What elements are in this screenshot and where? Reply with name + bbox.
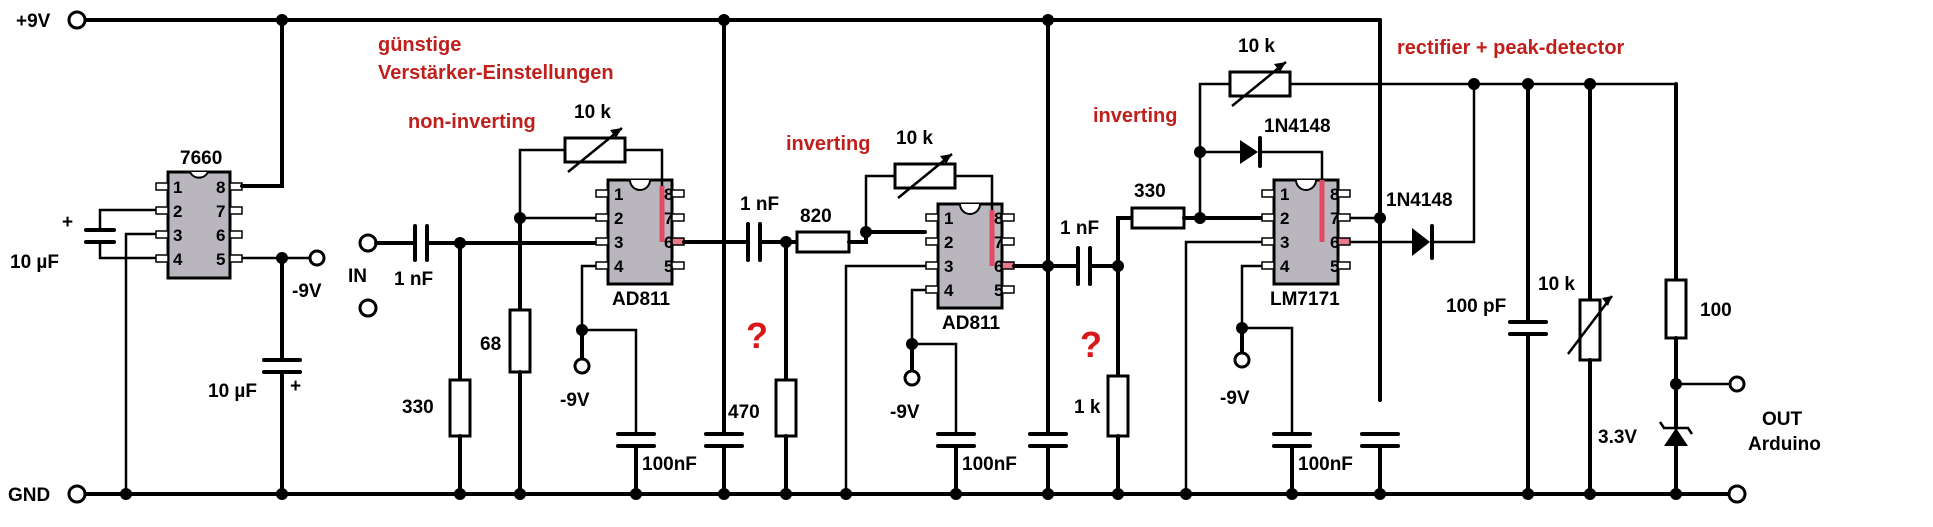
- svg-text:4: 4: [173, 250, 183, 269]
- svg-text:8: 8: [994, 209, 1003, 228]
- inverting-note-1: inverting: [786, 133, 870, 155]
- svg-text:1 nF: 1 nF: [394, 269, 433, 290]
- svg-text:1: 1: [614, 185, 623, 204]
- chip-ad811-2: 1 8 2 7 3 6 4 5: [925, 202, 1015, 310]
- svg-text:1 nF: 1 nF: [740, 194, 779, 215]
- svg-text:2: 2: [944, 233, 953, 252]
- svg-text:68: 68: [480, 334, 501, 355]
- svg-text:10 k: 10 k: [1538, 274, 1575, 295]
- svg-text:8: 8: [1330, 185, 1339, 204]
- chip-ad811-2-label: AD811: [942, 313, 1001, 334]
- gain-title-line2: Verstärker-Einstellungen: [378, 62, 614, 84]
- vplus-terminal[interactable]: [67, 10, 87, 30]
- svg-text:1N4148: 1N4148: [1264, 116, 1331, 137]
- svg-text:-9V: -9V: [560, 390, 590, 411]
- c-flying-label: 10 µF: [10, 252, 59, 273]
- svg-text:1: 1: [1280, 185, 1289, 204]
- svg-text:100: 100: [1700, 300, 1732, 321]
- junctions: [120, 14, 1682, 500]
- svg-text:8: 8: [216, 178, 225, 197]
- svg-text:5: 5: [1330, 257, 1339, 276]
- svg-text:6: 6: [994, 257, 1003, 276]
- svg-text:3: 3: [173, 226, 182, 245]
- svg-text:4: 4: [614, 257, 624, 276]
- svg-text:820: 820: [800, 206, 832, 227]
- gnd-terminal[interactable]: [67, 484, 87, 504]
- svg-text:6: 6: [216, 226, 225, 245]
- vplus-label: +9V: [16, 11, 51, 32]
- rectifier-note: rectifier + peak-detector: [1397, 37, 1625, 59]
- svg-text:+: +: [62, 212, 73, 233]
- question-mark-1: ?: [746, 315, 768, 356]
- chip-7660-label: 7660: [180, 148, 222, 169]
- svg-text:2: 2: [614, 209, 623, 228]
- svg-text:7: 7: [1330, 209, 1339, 228]
- svg-text:330: 330: [1134, 181, 1166, 202]
- svg-text:2: 2: [1280, 209, 1289, 228]
- chip-7660: 1 8 2 7 3 6 4 5: [155, 170, 243, 280]
- svg-text:7: 7: [994, 233, 1003, 252]
- svg-text:+: +: [290, 376, 301, 397]
- svg-text:2: 2: [173, 202, 182, 221]
- svg-text:3.3V: 3.3V: [1598, 427, 1637, 448]
- gnd-label: GND: [8, 485, 50, 506]
- inverting-note-2: inverting: [1093, 105, 1177, 127]
- svg-text:470: 470: [728, 402, 760, 423]
- output-terminal[interactable]: [1728, 375, 1746, 393]
- chip-lm7171-label: LM7171: [1270, 289, 1340, 310]
- chip-ad811-1: 1 8 2 7 3 6 4 5: [595, 178, 685, 286]
- svg-text:7: 7: [216, 202, 225, 221]
- svg-text:7: 7: [664, 209, 673, 228]
- svg-text:10 k: 10 k: [1238, 36, 1275, 57]
- svg-text:5: 5: [994, 281, 1003, 300]
- svg-text:1: 1: [173, 178, 182, 197]
- svg-text:10 k: 10 k: [574, 102, 611, 123]
- svg-text:100nF: 100nF: [1298, 454, 1353, 475]
- output-label-1: OUT: [1762, 409, 1803, 430]
- svg-text:3: 3: [1280, 233, 1289, 252]
- svg-text:5: 5: [216, 250, 225, 269]
- svg-text:330: 330: [402, 397, 434, 418]
- input-label: IN: [348, 266, 367, 287]
- svg-text:3: 3: [944, 257, 953, 276]
- output-label-2: Arduino: [1748, 434, 1821, 455]
- svg-text:4: 4: [1280, 257, 1290, 276]
- svg-text:-9V: -9V: [1220, 388, 1250, 409]
- svg-text:10 µF: 10 µF: [208, 381, 257, 402]
- svg-text:1N4148: 1N4148: [1386, 190, 1453, 211]
- question-mark-2: ?: [1080, 324, 1102, 365]
- svg-text:100nF: 100nF: [642, 454, 697, 475]
- svg-text:1: 1: [944, 209, 953, 228]
- input-terminal[interactable]: [358, 233, 378, 253]
- svg-text:8: 8: [664, 185, 673, 204]
- chip-ad811-1-label: AD811: [612, 289, 671, 310]
- svg-text:100nF: 100nF: [962, 454, 1017, 475]
- svg-text:4: 4: [944, 281, 954, 300]
- gain-title-line1: günstige: [378, 34, 461, 56]
- svg-text:6: 6: [664, 233, 673, 252]
- svg-text:6: 6: [1330, 233, 1339, 252]
- svg-text:100 pF: 100 pF: [1446, 296, 1506, 317]
- svg-text:1 k: 1 k: [1074, 397, 1101, 418]
- svg-text:3: 3: [614, 233, 623, 252]
- input-gnd-terminal[interactable]: [358, 298, 378, 318]
- svg-text:1 nF: 1 nF: [1060, 218, 1099, 239]
- svg-text:5: 5: [664, 257, 673, 276]
- svg-text:-9V: -9V: [292, 281, 322, 302]
- non-inverting-note: non-inverting: [408, 111, 536, 133]
- svg-text:-9V: -9V: [890, 402, 920, 423]
- gnd-terminal-right[interactable]: [1727, 484, 1747, 504]
- svg-text:10 k: 10 k: [896, 128, 933, 149]
- chip-lm7171: 1 8 2 7 3 6 4 5: [1261, 178, 1351, 286]
